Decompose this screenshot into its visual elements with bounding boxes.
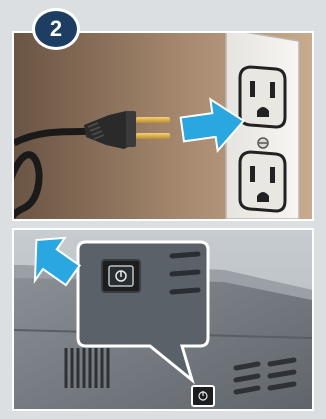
plug-prong-top <box>136 117 170 123</box>
step-number-badge: 2 <box>32 8 80 50</box>
plug-outlet-illustration <box>14 33 312 219</box>
printer-power-switch <box>192 386 214 406</box>
power-icon <box>102 260 140 292</box>
panel-power-switch <box>12 228 314 411</box>
printer-illustration <box>14 230 312 409</box>
outlet-receptacle-upper <box>240 67 285 127</box>
plug-prong-bottom <box>136 133 170 139</box>
outlet-receptacle-lower <box>240 152 285 211</box>
panel-plug-outlet <box>12 31 314 221</box>
